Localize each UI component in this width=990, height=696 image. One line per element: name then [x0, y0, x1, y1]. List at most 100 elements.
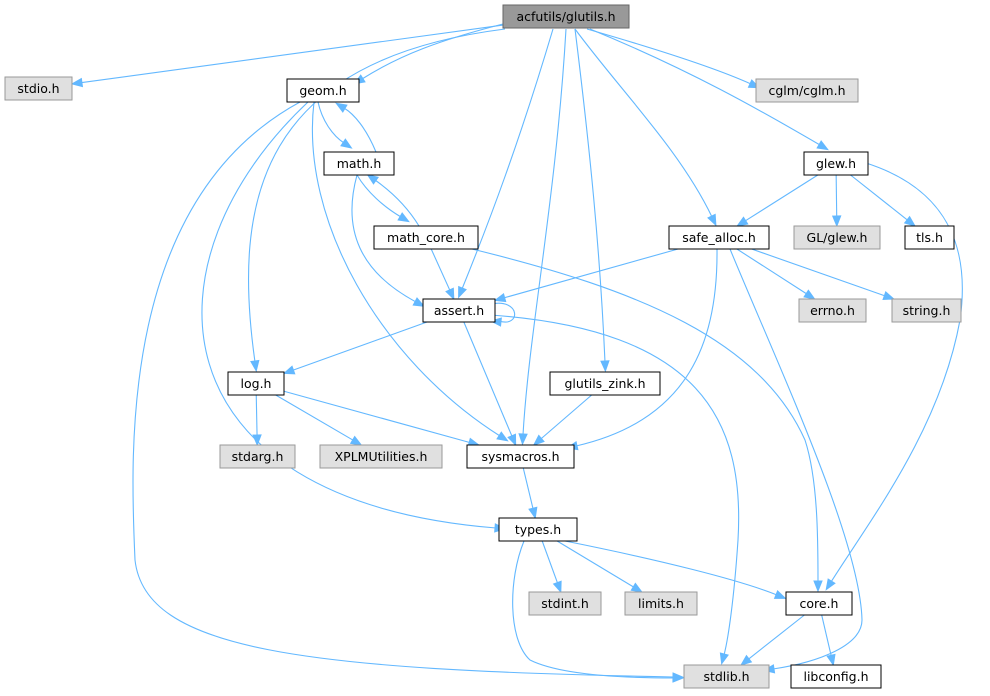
node-math[interactable]: math.h [323, 151, 395, 176]
edge-glutils-to-glew [589, 28, 829, 151]
node-tls[interactable]: tls.h [904, 225, 955, 250]
edge-arrowhead-types-to-stdint [552, 580, 562, 594]
node-box-string [891, 298, 962, 323]
node-label-glglew: GL/glew.h [807, 230, 868, 245]
node-box-math [323, 151, 395, 176]
nodes-layer: acfutils/glutils.h stdio.h geom.h cglm/cglm… [4, 4, 962, 689]
node-geom[interactable]: geom.h [286, 78, 360, 103]
edge-line-glew-to-core [830, 162, 963, 583]
edge-core-to-libconfig [821, 614, 836, 667]
node-safe_alloc[interactable]: safe_alloc.h [668, 225, 770, 250]
edge-line-glutils-to-geom [361, 23, 504, 80]
edge-arrowhead-safe_alloc-to-string [882, 291, 896, 300]
edge-line-types-to-limits [556, 540, 635, 588]
node-stdlib: stdlib.h [683, 664, 770, 689]
edges-layer [70, 23, 963, 683]
edge-arrowhead-geom-to-sysmacros [496, 431, 509, 442]
edge-glew-to-core [825, 162, 963, 591]
edge-line-log-to-sysmacros [283, 390, 471, 444]
edge-line-glew-to-tls [850, 174, 909, 221]
edge-line-math_core-to-assert [430, 248, 451, 292]
node-libconfig[interactable]: libconfig.h [790, 664, 882, 689]
node-sysmacros[interactable]: sysmacros.h [466, 444, 575, 469]
node-log[interactable]: log.h [227, 371, 285, 396]
node-stdint: stdint.h [528, 591, 602, 616]
edge-glutils-to-assert [458, 28, 554, 299]
edge-arrowhead-glew-to-tls [903, 215, 917, 227]
node-box-sysmacros [466, 444, 575, 469]
node-label-math_core: math_core.h [387, 230, 465, 245]
edge-types-to-stdlib [512, 540, 685, 683]
node-box-stdint [528, 591, 602, 616]
edge-arrowhead-safe_alloc-to-assert [493, 292, 507, 303]
node-box-math_core [373, 225, 479, 250]
edge-arrowhead-glutils_zink-to-sysmacros [532, 434, 545, 446]
edge-arrowhead-log-to-xplm [349, 435, 363, 446]
edge-glutils-to-glutils_zink [574, 28, 610, 373]
edge-glew-to-safe_alloc [736, 174, 819, 227]
edge-line-math-to-math_core [356, 174, 402, 218]
node-box-tls [904, 225, 955, 250]
edge-arrowhead-types-to-limits [630, 582, 644, 593]
node-box-cglm [755, 78, 859, 103]
node-stdio: stdio.h [4, 76, 73, 101]
edge-line-log-to-stdarg [255, 394, 258, 437]
edge-line-assert-to-stdlib [490, 314, 740, 656]
edge-arrowhead-glutils-to-sysmacros [518, 433, 528, 446]
edge-glutils-to-safe_alloc [574, 28, 717, 227]
edge-arrowhead-assert-to-assert [489, 317, 502, 327]
node-label-geom: geom.h [299, 83, 346, 98]
node-core[interactable]: core.h [785, 591, 853, 616]
edge-geom-to-math [317, 101, 353, 149]
node-label-libconfig: libconfig.h [803, 669, 868, 684]
edge-types-to-stdint [541, 540, 562, 594]
edge-assert-to-log [282, 321, 428, 375]
edge-sysmacros-to-types [522, 467, 538, 520]
node-glutils_zink[interactable]: glutils_zink.h [549, 371, 661, 396]
edge-arrowhead-math_core-to-assert [445, 287, 455, 301]
node-box-glglew [793, 225, 881, 250]
edge-math-to-geom [335, 102, 377, 153]
node-box-libconfig [790, 664, 882, 689]
edge-line-assert-to-assert [490, 302, 516, 323]
node-label-glutils_zink: glutils_zink.h [564, 376, 645, 391]
edge-line-glutils-to-glutils_zink [574, 28, 606, 363]
edge-arrowhead-glutils-to-glew [816, 140, 829, 151]
node-box-glutils_zink [549, 371, 661, 396]
edge-line-glutils-to-cglm [586, 28, 752, 85]
edge-line-geom-to-types [201, 101, 497, 529]
node-math_core[interactable]: math_core.h [373, 225, 479, 250]
node-label-stdarg: stdarg.h [232, 449, 284, 464]
node-label-sysmacros: sysmacros.h [481, 449, 559, 464]
node-assert[interactable]: assert.h [422, 298, 496, 323]
edge-line-glutils-to-glew [589, 28, 821, 146]
node-label-string: string.h [903, 303, 951, 318]
edge-log-to-stdarg [252, 394, 262, 447]
edge-glutils-to-stdio [70, 24, 504, 88]
edge-line-assert-to-sysmacros [463, 321, 513, 437]
node-box-core [785, 591, 853, 616]
edge-line-log-to-xplm [275, 394, 354, 441]
edge-line-glutils_zink-to-sysmacros [540, 394, 593, 440]
edge-glew-to-glglew [831, 174, 842, 228]
edge-line-safe_alloc-to-sysmacros [575, 248, 718, 447]
node-box-log [227, 371, 285, 396]
edge-line-sysmacros-to-types [522, 467, 534, 510]
node-label-core: core.h [800, 596, 839, 611]
node-glew[interactable]: glew.h [803, 151, 869, 176]
node-label-stdio: stdio.h [17, 81, 59, 96]
edge-line-glutils-to-stdio [80, 24, 504, 84]
node-box-safe_alloc [668, 225, 770, 250]
node-label-safe_alloc: safe_alloc.h [682, 230, 756, 245]
node-glutils: acfutils/glutils.h [502, 4, 630, 29]
edge-line-types-to-stdint [541, 540, 559, 584]
node-string: string.h [891, 298, 962, 323]
node-label-cglm: cglm/cglm.h [768, 83, 845, 98]
edge-arrowhead-math-to-geom [335, 102, 348, 113]
node-box-geom [286, 78, 360, 103]
node-label-log: log.h [241, 376, 272, 391]
edge-glutils_zink-to-sysmacros [532, 394, 593, 446]
edge-geom-to-sysmacros [311, 101, 509, 442]
node-types[interactable]: types.h [498, 517, 578, 542]
edge-arrowhead-types-to-stdlib [672, 673, 685, 683]
